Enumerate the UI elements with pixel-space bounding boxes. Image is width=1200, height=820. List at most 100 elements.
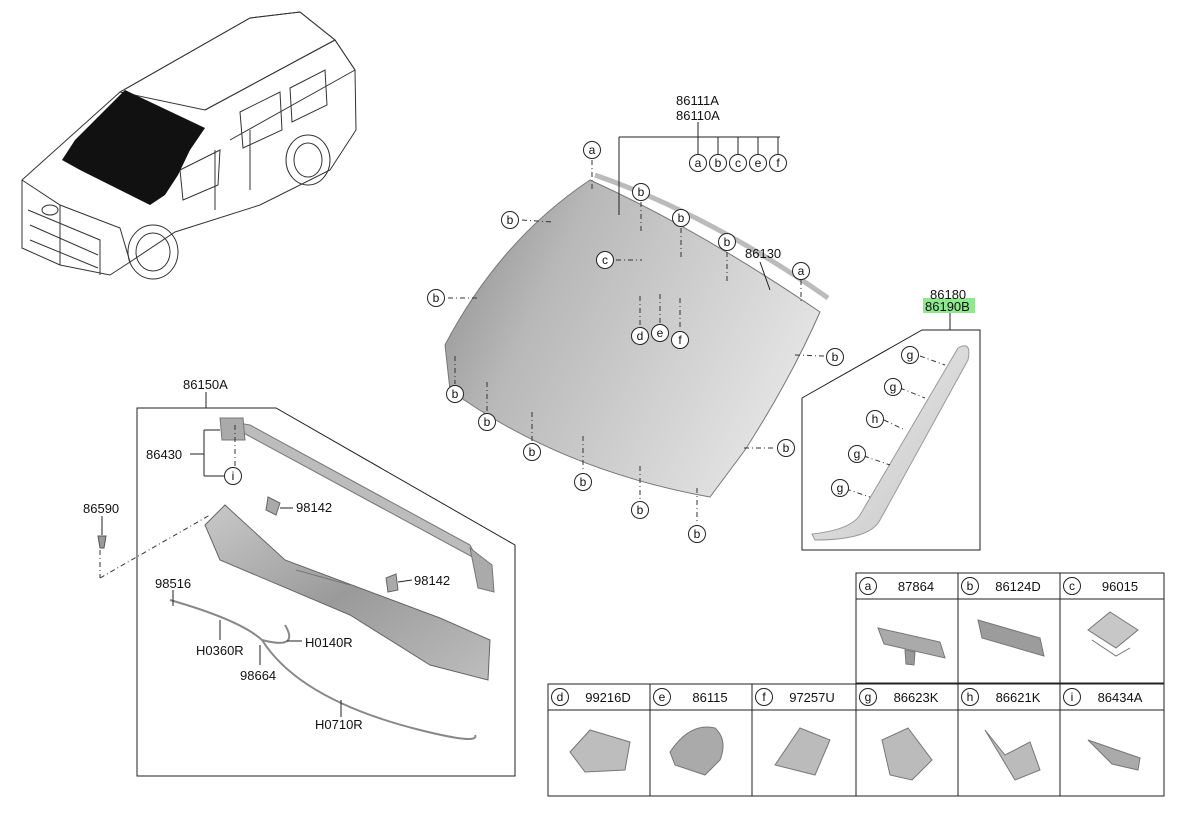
callout-b-18: b (631, 501, 649, 519)
callout-g-25: g (884, 378, 902, 396)
svg-text:f: f (762, 690, 766, 704)
callout-g-24: g (901, 346, 919, 364)
cowl-panel (204, 504, 491, 681)
label-98664: 98664 (240, 668, 276, 683)
legend-part-f: 97257U (789, 690, 835, 705)
label-h0140r: H0140R (305, 635, 353, 650)
svg-text:c: c (602, 253, 608, 267)
callout-a-2: a (689, 154, 707, 172)
label-86130: 86130 (745, 246, 781, 261)
label-h0710r: H0710R (315, 717, 363, 732)
svg-text:a: a (589, 143, 596, 157)
svg-text:b: b (529, 445, 536, 459)
thumb-96015 (1087, 611, 1139, 649)
callout-b-9: b (718, 233, 736, 251)
hose-lower (261, 639, 477, 740)
svg-text:a: a (798, 264, 805, 278)
callout-b-13: b (777, 439, 795, 457)
legend-key-a: a (859, 577, 877, 595)
svg-text:b: b (638, 185, 645, 199)
svg-text:g: g (890, 380, 897, 394)
label-86111a: 86111A (676, 93, 719, 108)
svg-text:b: b (507, 213, 514, 227)
svg-text:i: i (1071, 690, 1074, 704)
thumb-87864 (877, 627, 946, 659)
legend-thumbnails (569, 611, 1141, 781)
legend-part-i: 86434A (1098, 690, 1143, 705)
callout-c-4: c (729, 154, 747, 172)
svg-text:b: b (967, 579, 974, 593)
svg-text:i: i (232, 469, 235, 483)
legend-key-i: i (1063, 688, 1081, 706)
callout-b-14: b (446, 385, 464, 403)
label-98142-a: 98142 (296, 500, 332, 515)
legend-key-g: g (859, 688, 877, 706)
svg-text:g: g (907, 348, 914, 362)
hose-upper (169, 599, 291, 644)
thumb-97257u (774, 727, 831, 776)
callout-b-10: b (501, 211, 519, 229)
label-86180: 86180 (930, 287, 966, 302)
legend-part-a: 87864 (898, 579, 934, 594)
svg-text:g: g (865, 690, 872, 704)
thumb-86621k (984, 729, 1041, 781)
svg-text:b: b (678, 211, 685, 225)
svg-text:b: b (580, 475, 587, 489)
callout-b-19: b (688, 525, 706, 543)
svg-text:a: a (695, 156, 702, 170)
legend-part-b: 86124D (995, 579, 1041, 594)
callout-g-28: g (831, 479, 849, 497)
svg-text:b: b (832, 350, 839, 364)
legend-part-g: 86623K (894, 690, 939, 705)
windshield-dashes (448, 160, 825, 524)
svg-text:e: e (657, 326, 664, 340)
legend-key-c: c (1063, 577, 1081, 595)
legend-key-b: b (961, 577, 979, 595)
svg-text:f: f (678, 333, 682, 347)
thumb-99216d (569, 729, 631, 773)
svg-text:h: h (872, 412, 879, 426)
legend-key-e: e (653, 688, 671, 706)
callout-b-7: b (632, 183, 650, 201)
legend-part-d: 99216D (585, 690, 631, 705)
callout-b-3: b (709, 154, 727, 172)
legend-part-h: 86621K (996, 690, 1041, 705)
pillar-trim-group: 86180 86190B (801, 287, 981, 551)
label-98516: 98516 (155, 576, 191, 591)
callout-a-0: a (583, 141, 601, 159)
label-h0360r: H0360R (196, 643, 244, 658)
thumb-86115 (669, 726, 724, 776)
svg-text:b: b (694, 527, 701, 541)
callout-c-20: c (596, 251, 614, 269)
callout-b-11: b (427, 289, 445, 307)
callout-d-21: d (631, 327, 649, 345)
callout-f-23: f (671, 331, 689, 349)
svg-text:b: b (637, 503, 644, 517)
svg-text:e: e (659, 690, 666, 704)
pillar-trim (811, 345, 970, 541)
svg-text:e: e (755, 156, 762, 170)
svg-text:c: c (735, 156, 741, 170)
label-86590: 86590 (83, 501, 119, 516)
svg-text:g: g (854, 447, 861, 461)
cowl-assembly-group: 86150A 86430 8 (83, 377, 516, 777)
svg-text:b: b (783, 441, 790, 455)
callout-b-15: b (478, 413, 496, 431)
label-86430: 86430 (146, 447, 182, 462)
label-98142-b: 98142 (414, 573, 450, 588)
legend-key-d: d (551, 688, 569, 706)
callout-i-29: i (224, 467, 242, 485)
callout-g-27: g (848, 445, 866, 463)
svg-text:a: a (865, 579, 872, 593)
highlight-86190b (923, 298, 975, 313)
thumb-86124d (977, 619, 1045, 657)
clip-98142-b (385, 573, 399, 593)
svg-text:h: h (967, 690, 974, 704)
callout-b-12: b (826, 348, 844, 366)
label-86190b: 86190B (925, 299, 970, 314)
svg-text:d: d (557, 690, 564, 704)
parts-legend-table (547, 572, 1165, 797)
